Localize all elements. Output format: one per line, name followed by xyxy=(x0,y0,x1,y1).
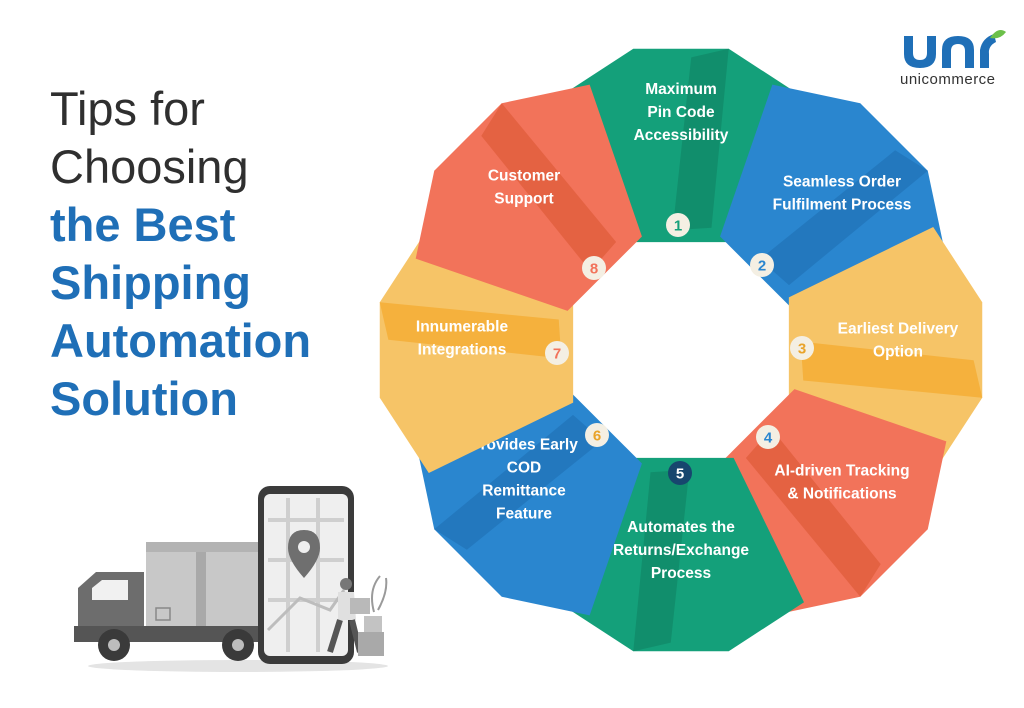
tip-badge-8 xyxy=(582,256,606,280)
tip-badge-5 xyxy=(668,461,692,485)
tip-label-6-line-2: COD xyxy=(507,460,541,477)
title-line-6: Solution xyxy=(50,372,238,425)
tip-label-1-line-2: Pin Code xyxy=(647,104,715,121)
tip-badge-2 xyxy=(750,253,774,277)
tip-number-3: 3 xyxy=(798,341,806,358)
tip-label-4-line-1: AI-driven Tracking xyxy=(774,463,909,480)
brand-name: unicommerce xyxy=(900,71,996,88)
tip-petal-shade-8 xyxy=(481,103,617,272)
tip-label-2-line-2: Fulfilment Process xyxy=(773,197,912,214)
tip-petal-shade-4 xyxy=(745,428,881,597)
tip-badge-4 xyxy=(756,425,780,449)
tip-petal-shade-5 xyxy=(633,469,690,652)
tip-label-7-line-1: Innumerable xyxy=(416,319,509,336)
tip-label-6-line-4: Feature xyxy=(496,506,552,523)
tip-label-5-line-2: Returns/Exchange xyxy=(613,542,749,559)
tip-petal-shade-2 xyxy=(759,150,928,286)
tip-label-3-line-2: Option xyxy=(873,344,923,361)
tip-label-7-line-2: Integrations xyxy=(418,342,507,359)
title-line-3: the Best xyxy=(50,198,236,251)
title-line-5: Automation xyxy=(50,314,312,367)
page-title: Tips for Choosing the Best Shipping Auto… xyxy=(50,80,380,428)
tip-badge-3 xyxy=(790,336,814,360)
tip-label-8-line-2: Support xyxy=(494,191,553,208)
tip-label-3-line-1: Earliest Delivery xyxy=(838,321,959,338)
tip-number-6: 6 xyxy=(593,428,601,445)
tip-label-6-line-3: Remittance xyxy=(482,483,566,500)
title-line-4: Shipping xyxy=(50,256,252,309)
tip-number-4: 4 xyxy=(764,430,773,447)
tip-number-7: 7 xyxy=(553,346,561,363)
tip-badge-6 xyxy=(585,423,609,447)
tip-petal-shade-6 xyxy=(434,414,603,550)
tip-petal-shade-7 xyxy=(379,302,562,359)
tip-number-1: 1 xyxy=(674,218,682,235)
tip-label-5-line-1: Automates the xyxy=(627,519,735,536)
tip-label-5-line-3: Process xyxy=(651,565,711,582)
tip-badge-1 xyxy=(666,213,690,237)
tip-petal-shade-1 xyxy=(672,48,729,231)
tip-label-1-line-3: Accessibility xyxy=(634,127,729,144)
tip-number-5: 5 xyxy=(676,466,684,483)
tip-label-1-line-1: Maximum xyxy=(645,81,717,98)
tip-label-4-line-2: & Notifications xyxy=(787,486,896,503)
title-line-1: Tips for xyxy=(50,82,205,135)
delivery-truck-illustration xyxy=(74,486,388,672)
tip-badge-7 xyxy=(545,341,569,365)
unicommerce-logo-icon xyxy=(904,30,1006,68)
tip-label-6-line-1: Provides Early xyxy=(470,437,578,454)
tip-label-8-line-1: Customer xyxy=(488,168,560,185)
tip-label-2-line-1: Seamless Order xyxy=(783,174,901,191)
tip-petal-shade-3 xyxy=(800,341,983,398)
tip-number-8: 8 xyxy=(590,261,598,278)
title-line-2: Choosing xyxy=(50,140,249,193)
tip-number-2: 2 xyxy=(758,258,766,275)
